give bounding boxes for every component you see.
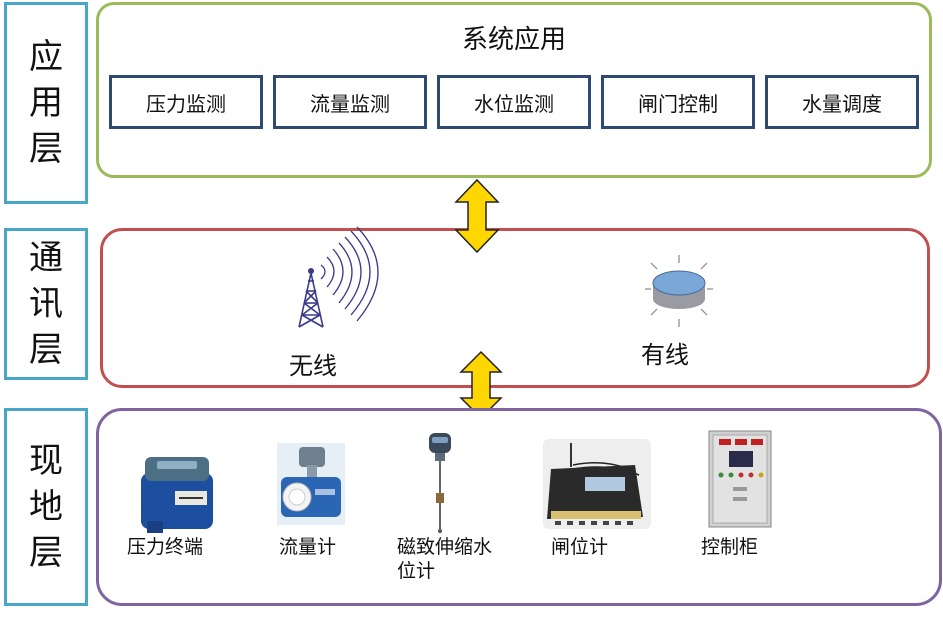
- magnetostrictive-level-meter-icon: [429, 433, 451, 533]
- device-label-flow-meter: 流量计: [279, 536, 337, 558]
- communication-panel: 无线 有线: [100, 226, 930, 388]
- device-label-control-cabinet: 控制柜: [701, 536, 759, 558]
- device-label-pressure-terminal: 压力终端: [127, 536, 204, 558]
- label-char: 现: [29, 441, 63, 481]
- wireless-label: 无线: [289, 352, 337, 380]
- module-water-level-monitoring: 水位监测: [437, 75, 591, 129]
- application-layer-label: 应 用 层: [4, 2, 88, 204]
- device-label-line: 磁致伸缩水: [397, 536, 493, 558]
- communication-layer-label: 通 讯 层: [4, 228, 88, 380]
- wired-label: 有线: [641, 341, 689, 369]
- label-char: 应: [29, 37, 63, 77]
- module-pressure-monitoring: 压力监测: [109, 75, 263, 129]
- device-label-gate-position-meter: 闸位计: [551, 536, 609, 558]
- control-cabinet-icon: [708, 430, 772, 528]
- label-char: 层: [29, 129, 63, 169]
- database-disk-icon: [645, 255, 713, 327]
- device-label-line: 位计: [397, 560, 436, 582]
- label-char: 用: [29, 83, 63, 123]
- label-char: 通: [29, 238, 63, 278]
- label-char: 地: [29, 487, 63, 527]
- field-panel: 压力终端 流量计 磁致伸缩水 位计 闸位计: [96, 408, 942, 606]
- wireless-tower-icon: [298, 226, 379, 328]
- gate-position-meter-icon: [543, 439, 651, 529]
- field-layer-label: 现 地 层: [4, 408, 88, 606]
- label-char: 讯: [29, 284, 63, 324]
- module-row: 压力监测 流量监测 水位监测 闸门控制 水量调度: [109, 75, 919, 129]
- module-flow-monitoring: 流量监测: [273, 75, 427, 129]
- pressure-terminal-icon: [141, 457, 213, 533]
- module-water-dispatch: 水量调度: [765, 75, 919, 129]
- module-gate-control: 闸门控制: [601, 75, 755, 129]
- device-label-magnetostrictive-level-meter: 磁致伸缩水 位计: [397, 535, 492, 583]
- flow-meter-icon: [277, 443, 345, 525]
- label-char: 层: [29, 533, 63, 573]
- double-arrow-icon: [454, 178, 500, 254]
- application-panel: 系统应用 压力监测 流量监测 水位监测 闸门控制 水量调度: [96, 2, 932, 178]
- label-char: 层: [29, 330, 63, 370]
- system-application-title: 系统应用: [461, 25, 566, 55]
